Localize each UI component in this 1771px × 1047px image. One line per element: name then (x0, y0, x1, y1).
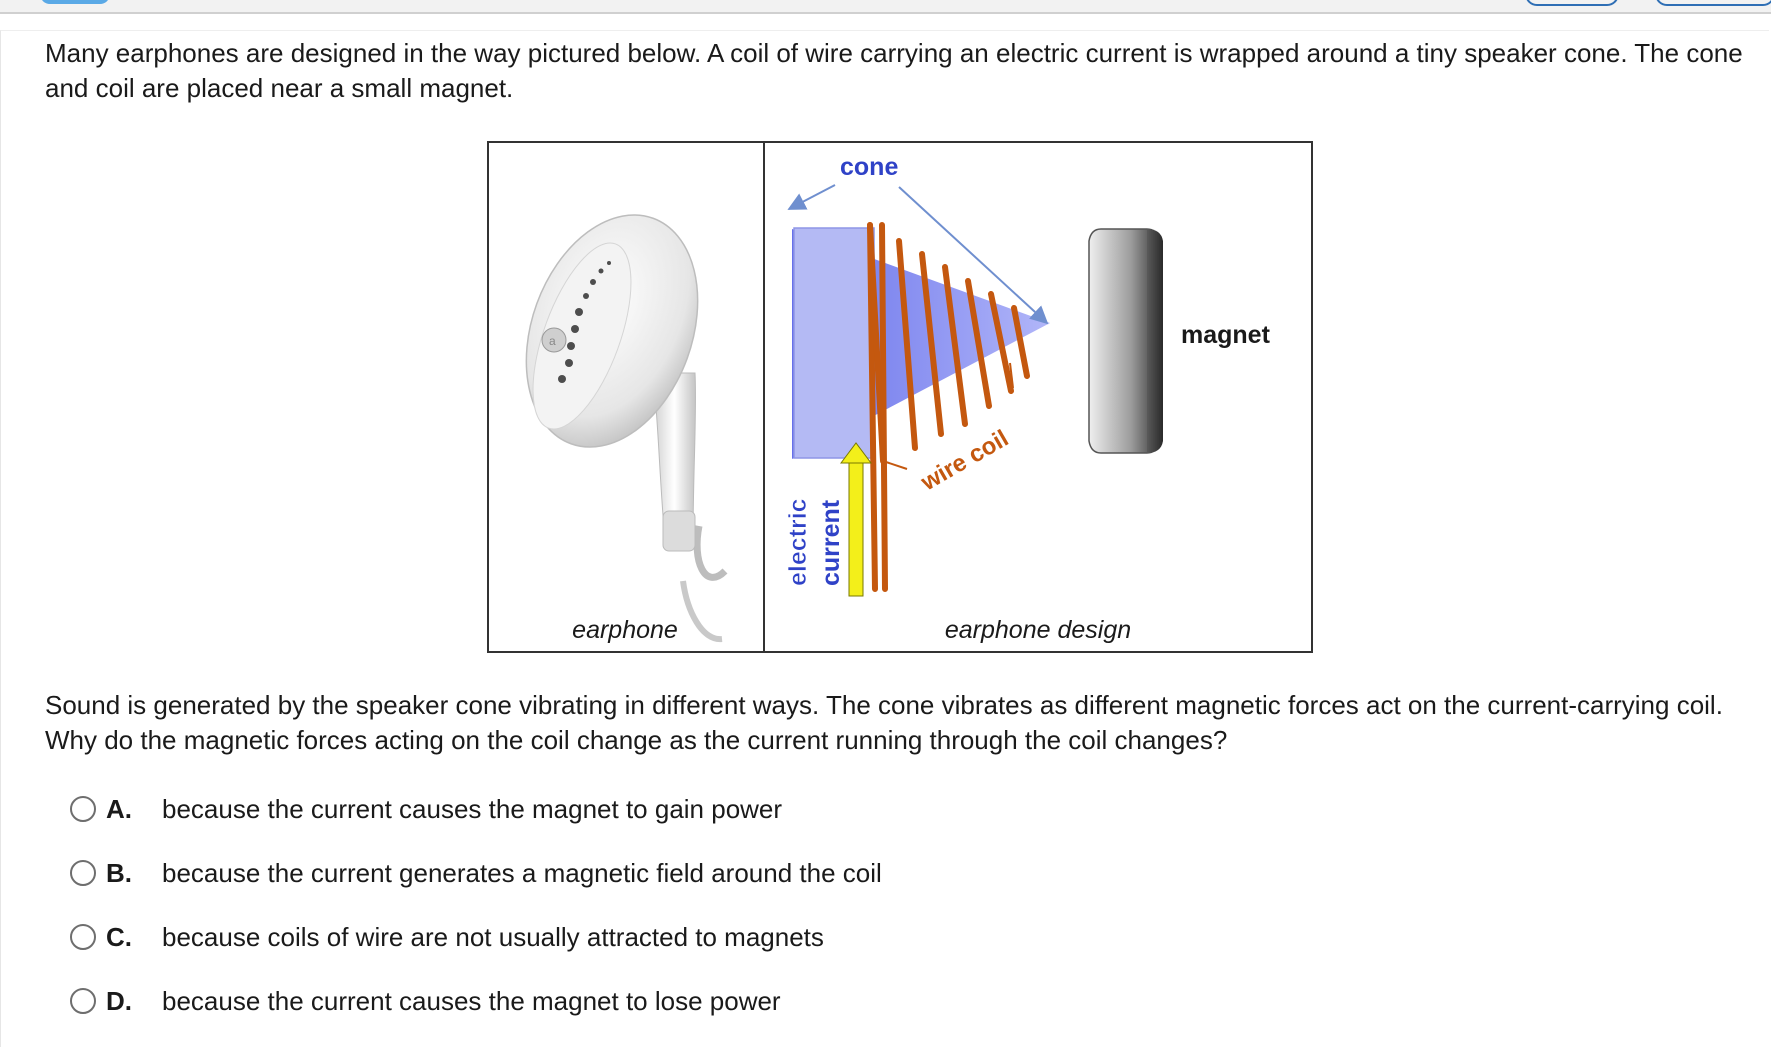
earphone-design-caption: earphone design (945, 616, 1131, 644)
question-intro: Many earphones are designed in the way p… (45, 38, 1743, 103)
choice-text: because the current causes the magnet to… (162, 985, 781, 1016)
question-prompt: Sound is generated by the speaker cone v… (45, 690, 1723, 755)
speaker-cone (792, 227, 1050, 459)
top-tab-decoration (40, 0, 110, 4)
choice-letter: B. (106, 857, 132, 888)
choice-a[interactable]: A. because the current causes the magnet… (70, 789, 782, 829)
current-label: current (817, 499, 845, 586)
earphone-caption: earphone (572, 616, 678, 644)
earphone-figure: a cone magnet wire coil electric current… (487, 141, 1313, 653)
question-card (0, 30, 1769, 1047)
magnet-illustration (1088, 228, 1163, 454)
top-button-outline[interactable] (1655, 0, 1771, 6)
cone-pointer-left (787, 184, 836, 210)
choice-text: because coils of wire are not usually at… (162, 921, 824, 952)
choice-letter: D. (106, 985, 132, 1016)
radio-button-b[interactable] (70, 860, 96, 886)
choice-letter: A. (106, 793, 132, 824)
radio-button-d[interactable] (70, 988, 96, 1014)
radio-button-c[interactable] (70, 924, 96, 950)
choice-d[interactable]: D. because the current causes the magnet… (70, 981, 781, 1021)
cone-pointer-right (898, 186, 1049, 325)
cone-label: cone (840, 153, 898, 181)
top-button-outline[interactable] (1525, 0, 1619, 6)
magnet-label: magnet (1181, 321, 1271, 349)
choice-text: because the current generates a magnetic… (162, 857, 882, 888)
electric-current-arrow (840, 442, 872, 597)
top-bar (0, 0, 1771, 14)
electric-label: electric (784, 498, 812, 586)
choice-b[interactable]: B. because the current generates a magne… (70, 853, 882, 893)
radio-button-a[interactable] (70, 796, 96, 822)
wire-coil-illustration (867, 222, 1030, 592)
choice-text: because the current causes the magnet to… (162, 793, 783, 824)
choice-letter: C. (106, 921, 132, 952)
choice-c[interactable]: C. because coils of wire are not usually… (70, 917, 824, 957)
svg-text:a: a (549, 334, 556, 348)
earphone-illustration: a (525, 214, 728, 643)
